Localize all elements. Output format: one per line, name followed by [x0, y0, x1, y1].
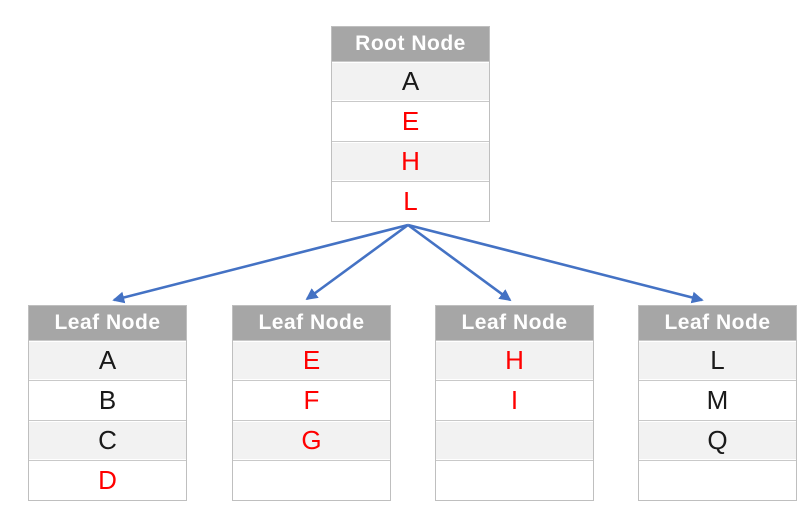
- node-row: L: [332, 181, 489, 221]
- node-row: A: [29, 340, 186, 380]
- node-row: L: [639, 340, 796, 380]
- node-row: A: [332, 61, 489, 101]
- leaf-node-header: Leaf Node: [639, 306, 796, 340]
- node-row: E: [233, 340, 390, 380]
- node-row: [436, 460, 593, 500]
- arrow-root-to-leaf-2: [305, 223, 409, 301]
- node-row: F: [233, 380, 390, 420]
- node-row: [233, 460, 390, 500]
- node-row: D: [29, 460, 186, 500]
- node-row: [639, 460, 796, 500]
- node-row: B: [29, 380, 186, 420]
- node-row: [436, 420, 593, 460]
- node-row: G: [233, 420, 390, 460]
- node-row: M: [639, 380, 796, 420]
- leaf-node-header: Leaf Node: [233, 306, 390, 340]
- node-row: E: [332, 101, 489, 141]
- node-row: H: [332, 141, 489, 181]
- leaf-node-header: Leaf Node: [436, 306, 593, 340]
- root-node-header: Root Node: [332, 27, 489, 61]
- node-row: Q: [639, 420, 796, 460]
- leaf-node-header: Leaf Node: [29, 306, 186, 340]
- node-row: C: [29, 420, 186, 460]
- arrow-root-to-leaf-1: [112, 223, 409, 304]
- arrow-root-to-leaf-3: [407, 223, 512, 302]
- arrow-root-to-leaf-4: [407, 223, 704, 304]
- node-row: H: [436, 340, 593, 380]
- node-row: I: [436, 380, 593, 420]
